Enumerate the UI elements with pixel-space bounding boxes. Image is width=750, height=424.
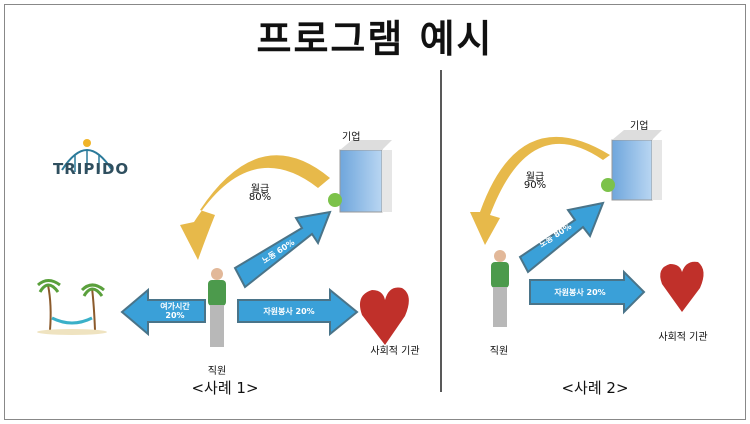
salary-pct-2: 90% <box>523 180 547 191</box>
slide-frame <box>4 4 746 420</box>
heart-icon-1 <box>359 287 409 345</box>
volunteer-label-2: 자원봉사 20% <box>554 288 606 297</box>
case-caption-2: <사례 2> <box>561 379 629 397</box>
company-label-1: 기업 <box>342 132 361 143</box>
leisure-arrow-1 <box>120 287 206 337</box>
volunteer-arrow-1 <box>237 287 359 337</box>
beach-icon <box>36 279 107 335</box>
heart-icon-2 <box>660 261 704 312</box>
leisure-pct-1: 20% <box>165 311 185 320</box>
org-label-2: 사회적 기관 <box>658 332 708 343</box>
salary-label-1: 월급 <box>250 184 270 195</box>
labor-arrow-2 <box>518 201 605 274</box>
employee-figure-1 <box>208 268 226 347</box>
tripido-logo <box>61 139 113 172</box>
salary-label-2: 월급 <box>525 172 545 183</box>
volunteer-label-1: 자원봉사 20% <box>263 307 315 316</box>
salary-arrow-1 <box>180 155 330 260</box>
page-title: 프로그램 예시 <box>256 17 494 61</box>
employee-figure-2 <box>491 250 509 327</box>
building-icon-2 <box>601 130 662 201</box>
logo-text: TRIPIDO <box>53 160 130 178</box>
salary-arrow-2 <box>470 136 610 245</box>
salary-pct-1: 80% <box>248 192 272 203</box>
volunteer-arrow-2 <box>529 269 646 315</box>
leisure-label-1: 여가시간 <box>160 302 190 311</box>
employee-label-2: 직원 <box>489 346 509 357</box>
case-caption-1: <사례 1> <box>191 379 259 397</box>
building-icon-1 <box>328 140 392 213</box>
labor-arrow-1 <box>233 210 332 289</box>
org-label-1: 사회적 기관 <box>370 346 420 357</box>
company-label-2: 기업 <box>630 121 649 132</box>
employee-label-1: 직원 <box>207 366 227 377</box>
